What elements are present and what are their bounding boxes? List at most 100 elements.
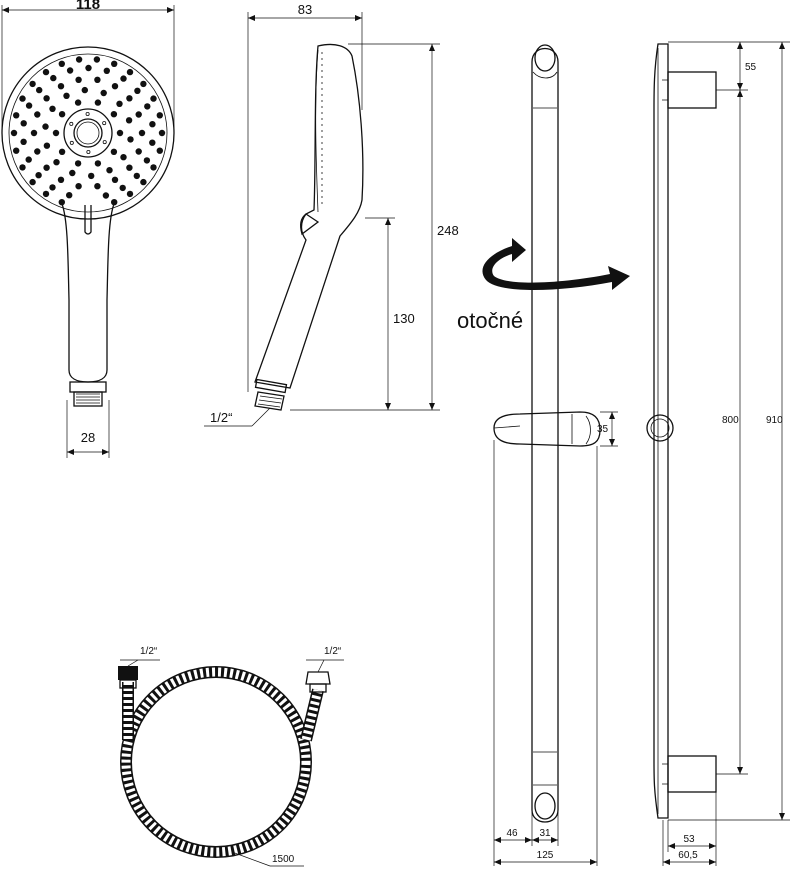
bottom-wall-bracket: [667, 755, 717, 793]
nozzle: [125, 117, 133, 124]
side-slider-knob: [646, 414, 674, 442]
handshower-side-view: 83 248 130 1/2“: [204, 2, 459, 427]
center-ring: [63, 108, 113, 158]
dim-hose-length: 1500: [272, 854, 295, 865]
nozzle: [57, 176, 65, 183]
nozzle: [58, 60, 65, 67]
rail-side-view: 55 800 910 53 60,5: [646, 41, 790, 866]
thread-collar: [69, 381, 107, 393]
nozzle: [149, 139, 156, 146]
nozzle: [94, 160, 102, 167]
nozzle: [53, 159, 60, 166]
nozzle: [94, 76, 101, 84]
nozzle: [13, 112, 20, 119]
bottom-end-cap: [534, 792, 556, 820]
nozzle: [85, 64, 92, 72]
nozzle: [66, 192, 73, 199]
shower-head-outline: [1, 46, 175, 220]
nozzle: [58, 199, 65, 206]
rail-front-view: 35 46 31 125: [493, 44, 618, 866]
inner-nozzle: [102, 121, 107, 126]
dim-slider-offset: 46: [506, 828, 518, 839]
nozzle: [29, 80, 36, 88]
rail-bar: [531, 47, 559, 823]
rotation-indicator: otočné: [457, 238, 630, 333]
nozzle: [111, 83, 119, 90]
nozzle: [13, 147, 20, 154]
dim-rail-width: 125: [537, 850, 554, 861]
thread-fitting: [73, 391, 103, 407]
nozzle: [127, 136, 134, 143]
nozzle: [63, 92, 70, 100]
nozzle: [25, 156, 32, 163]
nozzle: [140, 178, 147, 186]
nozzle: [158, 129, 166, 137]
nozzle: [10, 129, 18, 137]
handshower-front-view: 118 28: [1, 0, 175, 458]
nozzle: [74, 160, 82, 167]
rotation-label: otočné: [457, 308, 523, 333]
nozzle: [34, 111, 41, 118]
nozzle: [49, 105, 56, 113]
side-thread: [254, 391, 285, 411]
slider-holder: [493, 411, 601, 447]
nozzle: [126, 68, 134, 76]
nozzle: [134, 87, 141, 95]
nozzle: [133, 172, 140, 180]
nozzle: [58, 111, 66, 118]
shower-hose: 1/2“ 1/2“ 1500: [118, 646, 344, 867]
nozzle: [138, 129, 146, 137]
inner-nozzle: [102, 140, 107, 145]
nozzle: [88, 172, 95, 180]
label-left-thread: 1/2“: [140, 646, 157, 657]
dim-slider-height: 35: [597, 424, 609, 435]
nozzle: [36, 86, 43, 94]
nozzle: [29, 178, 36, 186]
inner-nozzle: [69, 140, 74, 145]
nozzle: [20, 120, 27, 127]
label-thread-size: 1/2“: [210, 410, 232, 425]
nozzle: [100, 89, 107, 97]
handshower-side-outline: [254, 43, 364, 389]
dim-rod-width: 31: [539, 828, 551, 839]
dim-total-depth: 60,5: [678, 850, 698, 861]
nozzle: [126, 190, 134, 198]
nozzle: [49, 184, 56, 191]
nozzle: [110, 148, 118, 155]
nozzle: [120, 154, 127, 161]
top-end-cap: [534, 44, 556, 72]
dim-head-width: 118: [76, 0, 100, 13]
nozzle: [156, 147, 163, 154]
nozzle: [156, 112, 163, 119]
nozzle: [57, 83, 65, 90]
nozzle: [20, 138, 27, 145]
nozzle: [126, 95, 133, 102]
spray-selector-lever: [84, 205, 92, 235]
nozzle: [126, 164, 133, 171]
nozzle: [116, 100, 123, 108]
nozzle: [135, 148, 142, 155]
nozzle: [140, 80, 147, 88]
dim-rail-length: 910: [766, 415, 783, 426]
nozzle: [94, 99, 102, 106]
nozzle: [150, 95, 157, 102]
nozzle: [81, 86, 89, 94]
nozzle: [43, 142, 51, 149]
nozzle: [19, 95, 26, 102]
nozzle: [111, 176, 119, 183]
nozzle: [103, 67, 111, 75]
nozzle: [43, 164, 50, 171]
nozzle: [135, 111, 142, 118]
nozzle: [116, 129, 124, 137]
dim-bracket-depth: 53: [683, 834, 695, 845]
label-right-thread: 1/2“: [324, 646, 341, 657]
dim-side-height: 248: [437, 223, 459, 238]
nozzle: [106, 167, 113, 174]
nozzle: [42, 68, 50, 76]
dim-thread-width: 28: [81, 430, 95, 445]
nozzle: [149, 121, 156, 128]
nozzle: [75, 76, 82, 84]
inner-nozzle: [85, 112, 90, 117]
nozzle: [110, 111, 118, 118]
nozzle: [93, 56, 101, 63]
